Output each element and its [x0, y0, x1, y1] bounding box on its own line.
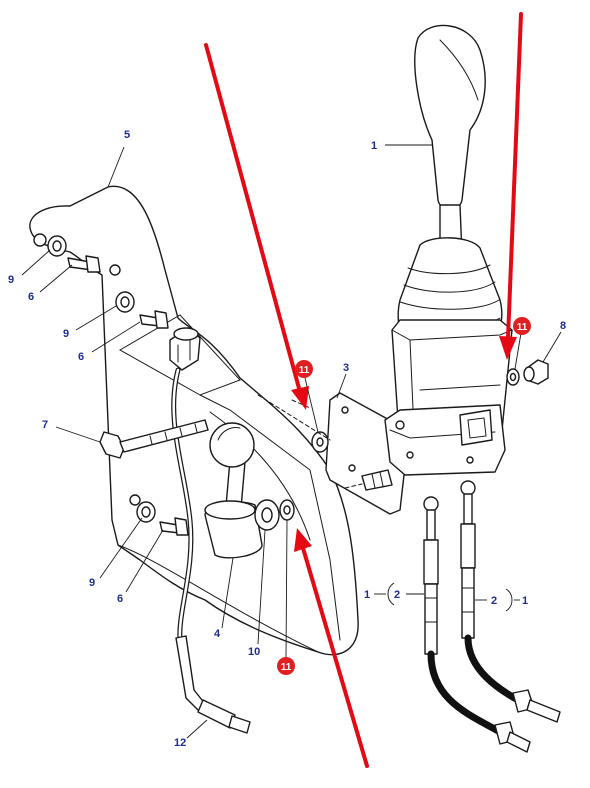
svg-text:11: 11 [299, 365, 310, 376]
cable-grommet [169, 327, 201, 371]
badge-11-c: 11 [277, 657, 295, 675]
mounting-bracket [29, 185, 359, 656]
callout-9-b: 9 [63, 328, 69, 340]
leader-lines [21, 144, 562, 739]
callout-6-c: 6 [117, 593, 123, 605]
bracket-hole [33, 233, 47, 247]
highlight-arrow-upper-right [499, 12, 523, 360]
highlight-arrow-lower [294, 528, 369, 768]
nut-8 [523, 359, 549, 385]
control-cable-right [460, 480, 561, 723]
callout-3: 3 [343, 362, 349, 374]
pivot-lever [204, 422, 263, 559]
joystick-control [384, 24, 513, 476]
alignment-line [257, 394, 331, 441]
callout-1-right: 1 [522, 595, 528, 607]
washer-9-bottom [136, 501, 156, 523]
washer-11-upper [506, 368, 520, 386]
cable-assembly [171, 367, 251, 734]
svg-text:11: 11 [517, 322, 528, 333]
callout-8: 8 [560, 320, 566, 332]
callout-2-left: 2 [394, 589, 400, 601]
washer-10 [254, 499, 280, 531]
callout-10: 10 [248, 646, 260, 658]
washer-9-middle [115, 291, 135, 313]
callout-4: 4 [214, 628, 221, 640]
callout-6-b: 6 [78, 351, 84, 363]
badge-11-b: 11 [513, 317, 531, 335]
alignment-line [344, 483, 363, 489]
callout-9-a: 9 [8, 274, 14, 286]
bolt-6-middle [139, 310, 169, 329]
bolt-6-top [67, 255, 101, 273]
callout-1-top: 1 [371, 140, 377, 152]
long-bolt [99, 419, 209, 459]
bracket-hole [129, 494, 141, 506]
callout-12: 12 [174, 737, 186, 749]
alignment-line [291, 399, 311, 409]
svg-text:11: 11 [281, 662, 292, 673]
washer-9-top [47, 235, 67, 257]
callout-1-left: 1 [364, 589, 370, 601]
callout-6-a: 6 [28, 291, 34, 303]
control-cable-left [423, 496, 531, 753]
washer-11-lower [279, 499, 295, 521]
highlight-arrow-upper-left [204, 43, 309, 410]
bolt-6-bottom [159, 517, 189, 536]
callout-9-c: 9 [89, 577, 95, 589]
bracket-hole [109, 264, 121, 276]
callout-7: 7 [42, 419, 48, 431]
washer-11-middle [311, 431, 329, 453]
callout-5: 5 [124, 129, 130, 141]
callout-2-right: 2 [491, 595, 497, 607]
badge-11-a: 11 [295, 360, 313, 378]
